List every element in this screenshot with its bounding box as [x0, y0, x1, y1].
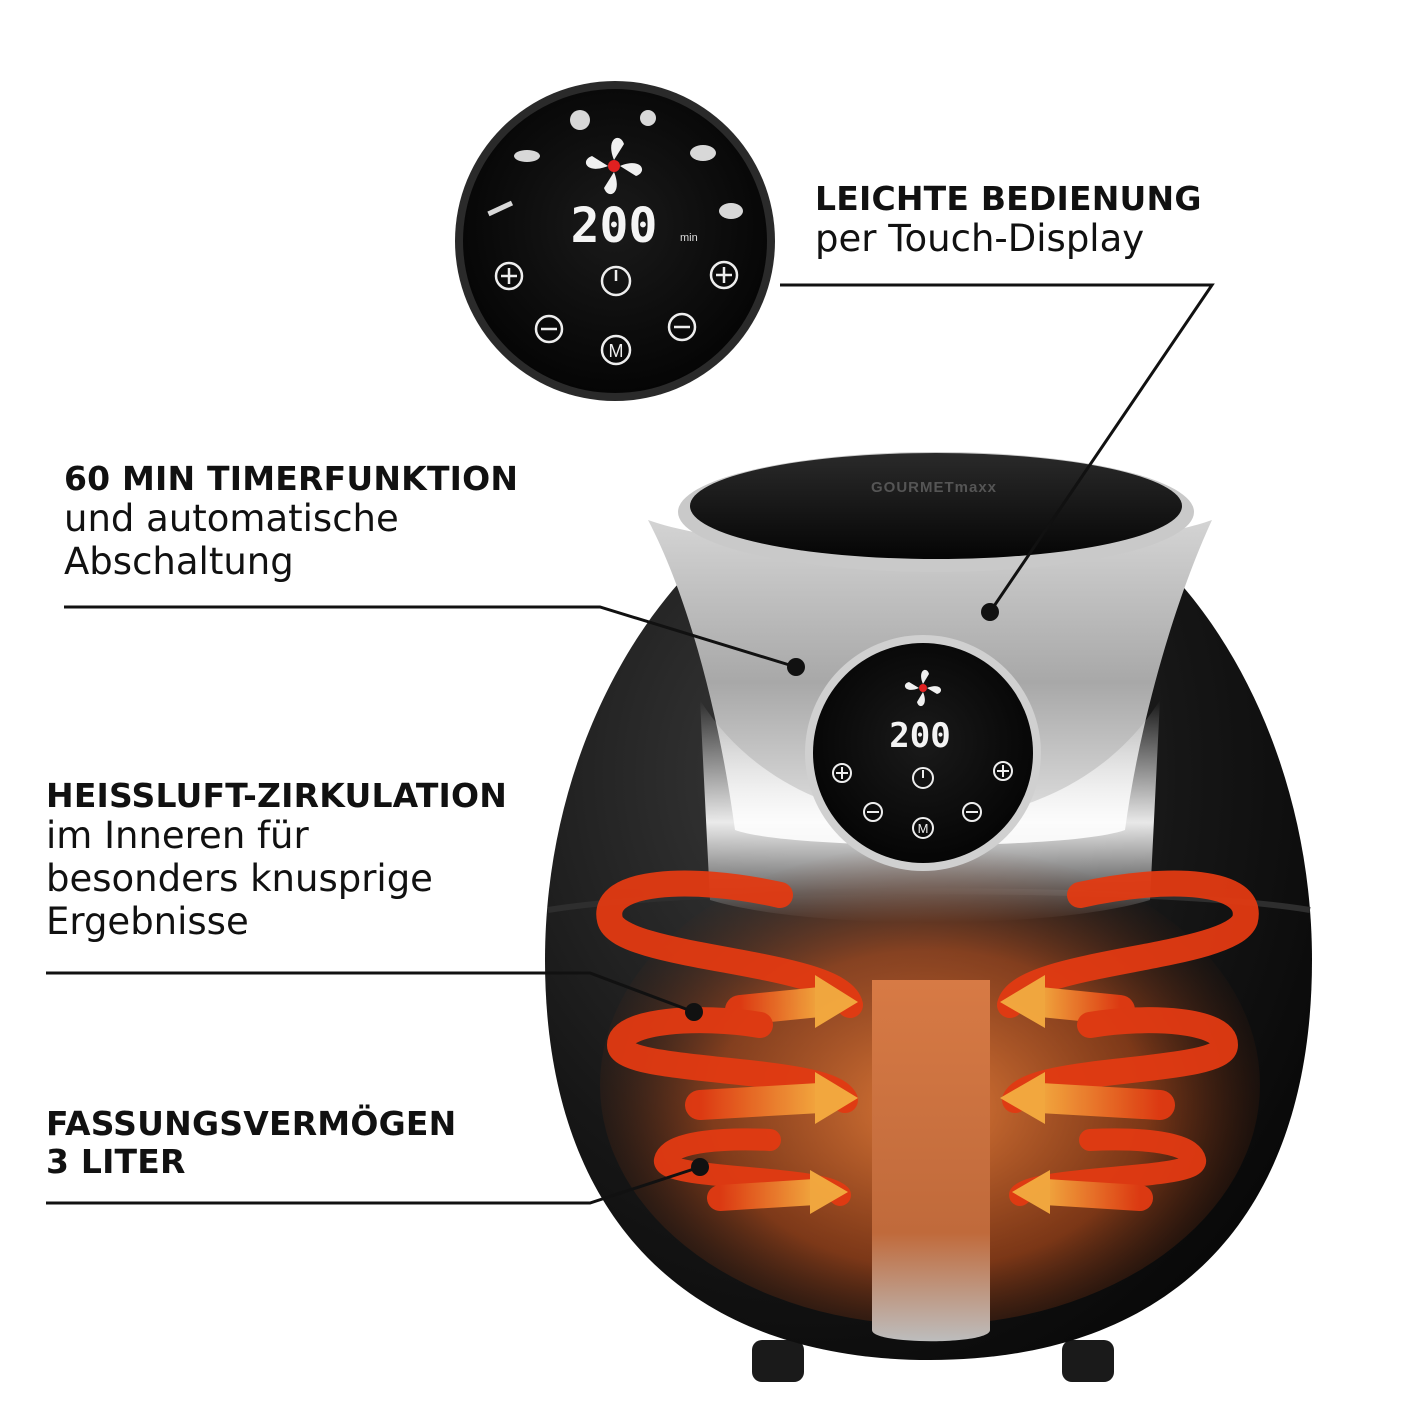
lid-window	[690, 453, 1182, 559]
foot-left	[752, 1340, 804, 1382]
callout-leaders	[46, 283, 1215, 1205]
power-icon[interactable]	[912, 767, 934, 789]
leader-touch	[780, 283, 1215, 613]
leader-dot-timer	[787, 658, 805, 676]
menu-icon-large[interactable]: M	[600, 334, 632, 366]
callout-air-body-3: Ergebnisse	[46, 900, 249, 944]
callout-touch-head: LEICHTE BEDIENUNG	[815, 179, 1202, 218]
leader-dot-capacity	[691, 1158, 709, 1176]
callout-timer-body-1: und automatische	[64, 497, 399, 541]
callout-timer: 60 MIN TIMERFUNKTION und automatische Ab…	[64, 459, 519, 584]
callout-touch-body: per Touch-Display	[815, 217, 1145, 261]
callout-touch-display: LEICHTE BEDIENUNG per Touch-Display	[815, 179, 1202, 261]
body-control-panel: 200 M	[805, 635, 1041, 871]
temp-minus-icon[interactable]	[962, 802, 982, 822]
callout-capacity-head-2: 3 LITER	[46, 1142, 186, 1182]
basket-handle	[872, 980, 990, 1342]
temp-plus-icon[interactable]	[993, 761, 1013, 781]
callout-air-circulation: HEISSLUFT-ZIRKULATION im Inneren für bes…	[46, 776, 508, 944]
food-preset-icons	[487, 110, 743, 219]
display-readout-large: 200	[571, 198, 658, 254]
temp-plus-icon-large[interactable]	[709, 260, 739, 290]
svg-text:M: M	[918, 821, 929, 836]
time-plus-icon[interactable]	[832, 763, 852, 783]
zoomed-touch-display: 200 min M	[455, 81, 775, 401]
time-minus-icon[interactable]	[863, 802, 883, 822]
display-readout-small: 200	[889, 716, 950, 756]
temp-minus-icon-large[interactable]	[667, 312, 697, 342]
brand-logo: GOURMETmaxx	[871, 479, 997, 496]
time-minus-icon-large[interactable]	[534, 314, 564, 344]
svg-text:M: M	[609, 341, 624, 361]
leader-dot-air	[685, 1003, 703, 1021]
heat-airflow-arrows	[596, 870, 1259, 1214]
leader-capacity	[46, 1165, 701, 1205]
leader-timer	[64, 605, 797, 669]
leader-air	[46, 971, 695, 1014]
callout-timer-body-2: Abschaltung	[64, 540, 294, 584]
menu-icon[interactable]: M	[912, 817, 934, 839]
callout-capacity-head: FASSUNGSVERMÖGEN	[46, 1104, 457, 1143]
fan-icon-large	[585, 137, 643, 195]
callout-capacity: FASSUNGSVERMÖGEN 3 LITER	[46, 1104, 457, 1182]
callout-timer-head: 60 MIN TIMERFUNKTION	[64, 459, 519, 498]
callout-air-head: HEISSLUFT-ZIRKULATION	[46, 776, 508, 815]
callout-air-body-2: besonders knusprige	[46, 857, 433, 901]
callout-air-body-1: im Inneren für	[46, 814, 309, 858]
foot-right	[1062, 1340, 1114, 1382]
time-plus-icon-large[interactable]	[494, 261, 524, 291]
fan-icon	[904, 669, 942, 707]
leader-dot-touch	[981, 603, 999, 621]
display-unit: min	[680, 232, 698, 244]
power-icon-large[interactable]	[600, 265, 632, 297]
